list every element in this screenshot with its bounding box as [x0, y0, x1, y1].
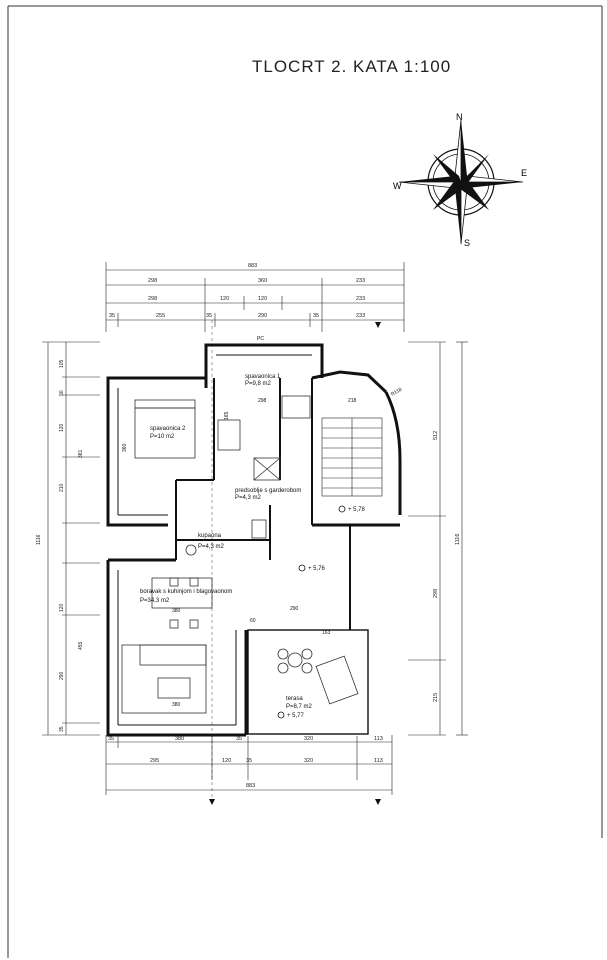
dim-top-r3-c: 35 [206, 313, 212, 319]
dim-bot-r1-c: 35 [236, 736, 242, 742]
bed-2-headboard [134, 399, 196, 409]
dim-top-r2-c: 120 [258, 296, 267, 302]
dim-right-c: 215 [433, 693, 439, 702]
dim-290: 290 [290, 606, 299, 612]
terrace-table [287, 652, 303, 668]
dim-top-r1-a: 298 [148, 278, 157, 284]
dim-165: 165 [224, 411, 230, 420]
compass-icon: N E S W [393, 112, 527, 248]
stair-steps [321, 417, 383, 497]
lounge-chair [315, 655, 359, 705]
level-marks: + 5,78 + 5,76 + 5,77 [277, 505, 366, 719]
level-terrace: + 5,77 [287, 713, 305, 719]
dim-bot-r2-d: 320 [304, 758, 313, 764]
dim-left-h: 290 [59, 671, 65, 680]
dim-298: 298 [258, 398, 267, 404]
pc-label: PC [257, 336, 264, 342]
bottom-dimensions: 35 380 35 320 113 295 120 35 320 113 883 [105, 735, 393, 795]
hall-wardrobe [253, 457, 281, 481]
dim-right-outer: 1116 [455, 534, 461, 545]
furniture [121, 395, 359, 714]
dim-top-r3-e: 35 [313, 313, 319, 319]
window-label-2: 380 [172, 608, 181, 614]
room-hall-name: predsoblje s garderobom [235, 488, 301, 494]
dim-top-r1-c: 233 [356, 278, 365, 284]
dim-bot-r1-e: 113 [374, 736, 383, 742]
room-bedroom2-area: P=10 m2 [150, 434, 175, 440]
dim-bot-r1-d: 320 [304, 736, 313, 742]
dim-left-c: 120 [59, 423, 65, 432]
dim-top-r2-a: 298 [148, 296, 157, 302]
dim-bot-r2-e: 113 [374, 758, 383, 764]
room-bedroom1-name: spavaonica 1 [245, 374, 281, 380]
room-bathroom-area: P=4,3 m2 [198, 544, 225, 550]
dim-right-a: 512 [433, 431, 439, 440]
misc-labels: R118 PC 360 380 380 165 298 218 290 60 1… [122, 336, 403, 708]
radius-label: R118 [390, 387, 403, 398]
dim-top-r3-f: 233 [356, 313, 365, 319]
section-markers [209, 320, 381, 805]
dim-right-b: 298 [433, 589, 439, 598]
room-labels: spavaonica 2 P=10 m2 spavaonica 1 P=9,8 … [140, 374, 313, 710]
room-terrace-area: P=8,7 m2 [286, 704, 313, 710]
level-upper: + 5,78 [348, 507, 366, 513]
room-living-name: boravak s kuhinjom i blagovaonom [140, 589, 232, 595]
window-label-1: 360 [122, 443, 128, 452]
sink [251, 519, 267, 539]
room-bathroom-name: kupaona [198, 533, 222, 539]
dim-bot-r2-c: 35 [246, 758, 252, 764]
plan-title: TLOCRT 2. KATA 1:100 [252, 57, 451, 76]
bedroom-wardrobe [217, 419, 241, 451]
room-hall-area: P=4,3 m2 [235, 495, 262, 501]
room-bedroom1-area: P=9,8 m2 [245, 381, 272, 387]
compass-w: W [393, 181, 402, 191]
right-dimensions: 512 298 215 1116 [408, 341, 468, 736]
bed-2 [134, 407, 196, 459]
compass-s: S [464, 238, 470, 248]
bed-1 [281, 395, 311, 419]
dim-left-e: 210 [59, 483, 65, 492]
dim-top-r2-d: 233 [356, 296, 365, 302]
dim-top-r3-d: 290 [258, 313, 267, 319]
dim-top-r3-b: 255 [156, 313, 165, 319]
dim-top-r1-b: 360 [258, 278, 267, 284]
room-terrace-name: terasa [286, 696, 303, 702]
toilet [185, 544, 197, 556]
level-mid: + 5,76 [308, 566, 326, 572]
top-dimensions: 883 298 360 233 298 120 120 233 35 255 3… [105, 262, 405, 332]
dim-left-outer: 1116 [36, 534, 42, 545]
room-bedroom2-name: spavaonica 2 [150, 426, 186, 432]
dim-top-total: 883 [248, 263, 257, 269]
compass-e: E [521, 168, 527, 178]
dim-left-i: 35 [59, 726, 65, 732]
dim-bot-r2-b: 120 [222, 758, 231, 764]
dim-bot-r2-a: 295 [150, 758, 159, 764]
dim-218: 218 [348, 398, 357, 404]
walls [106, 343, 402, 737]
dim-bot-r1-a: 35 [108, 736, 114, 742]
dim-bot-total: 883 [246, 783, 255, 789]
dim-top-r3-a: 35 [109, 313, 115, 319]
dim-left-g: 455 [78, 641, 84, 650]
dim-left-a: 105 [59, 359, 65, 368]
window-label-3: 380 [172, 702, 181, 708]
dim-163: 163 [322, 630, 331, 636]
dim-bot-r1-b: 380 [175, 736, 184, 742]
dim-left-b: 90 [59, 390, 65, 396]
left-dimensions: 1116 105 90 120 381 210 120 455 290 35 [36, 341, 100, 736]
sofa [121, 644, 207, 714]
dim-top-r2-b: 120 [220, 296, 229, 302]
dim-left-f: 120 [59, 603, 65, 612]
coffee-table [157, 677, 191, 699]
dim-left-d: 381 [78, 449, 84, 458]
compass-n: N [456, 112, 463, 122]
terrace-outline [247, 629, 369, 735]
room-living-area: P=34,3 m2 [140, 598, 170, 604]
dim-60: 60 [250, 618, 256, 624]
